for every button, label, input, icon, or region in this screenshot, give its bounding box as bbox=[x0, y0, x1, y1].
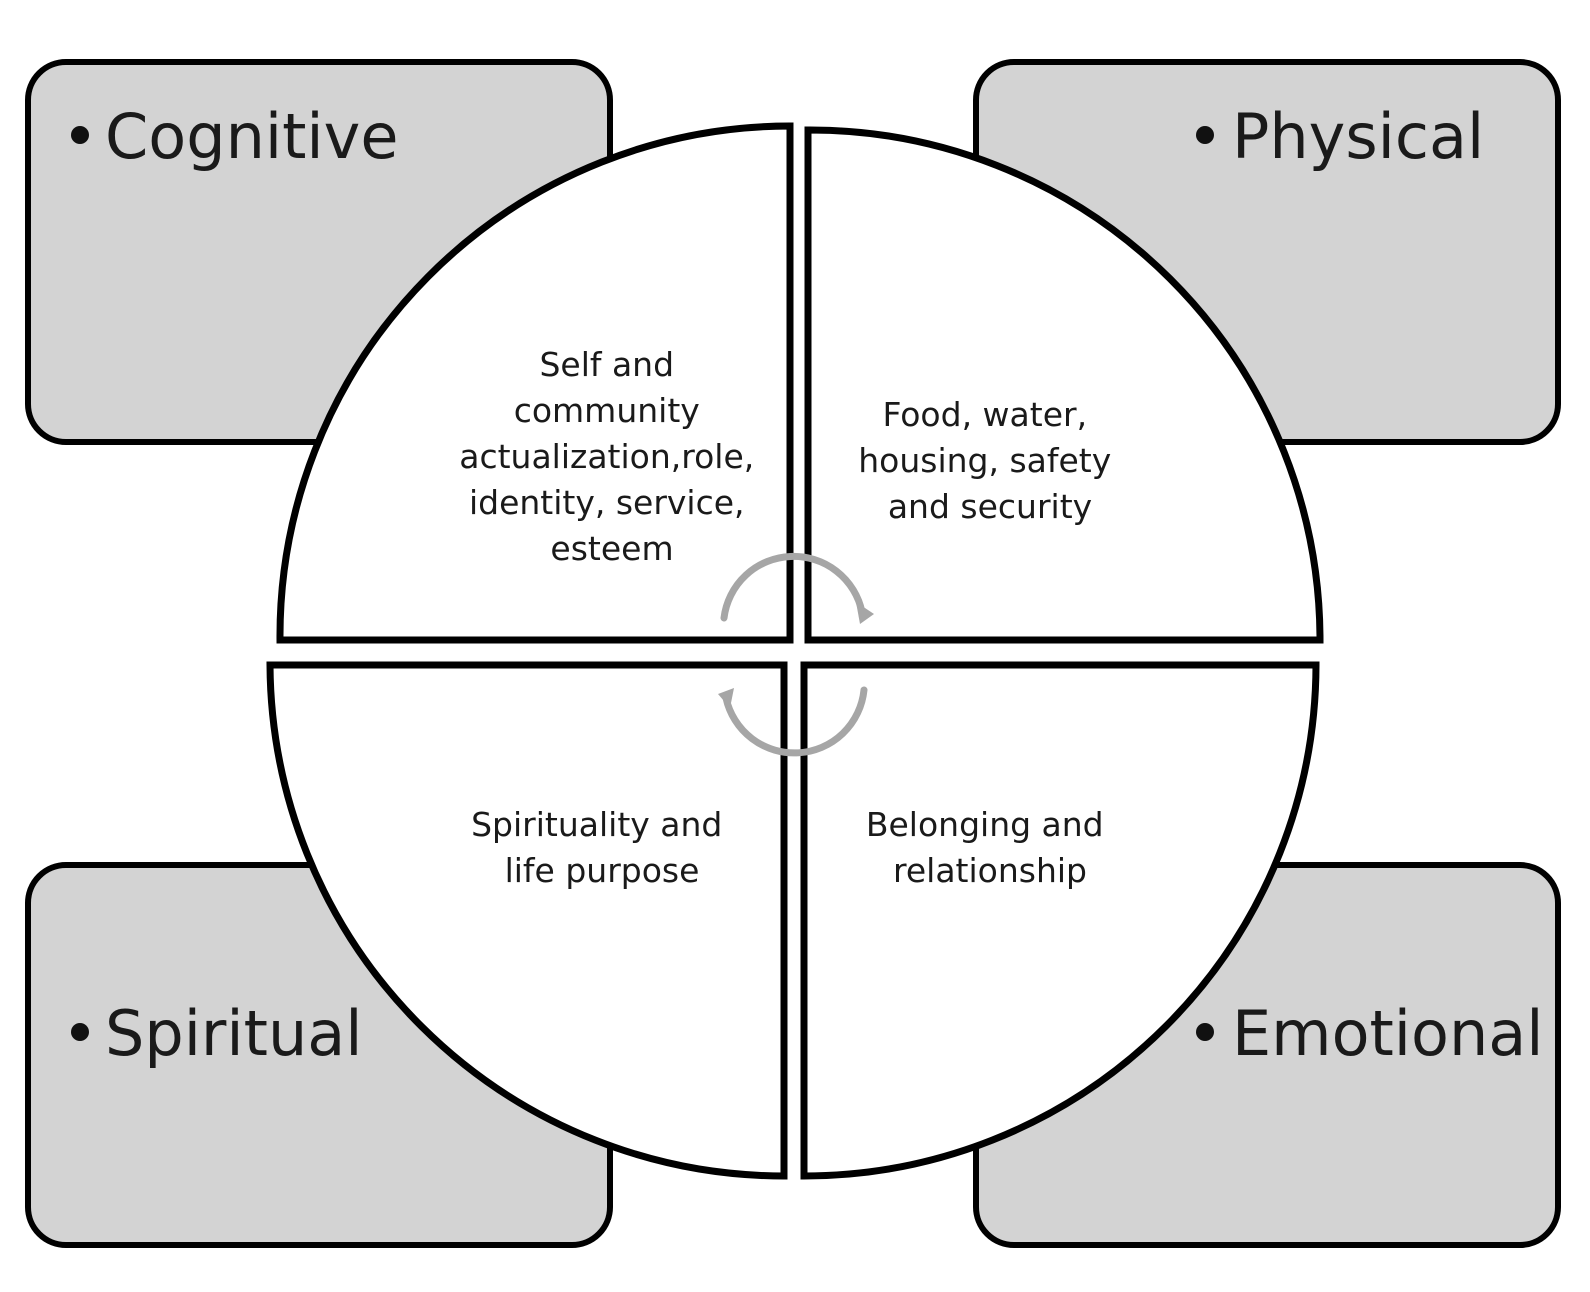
quadrant-text-top-left: Self and community actualization,role, i… bbox=[459, 345, 765, 568]
corner-label-spiritual: Spiritual bbox=[105, 997, 362, 1070]
quadrant-top-left bbox=[276, 122, 794, 644]
bullet-icon bbox=[1196, 1023, 1214, 1041]
bullet-icon bbox=[1196, 126, 1214, 144]
cycle-arrows-icon bbox=[718, 552, 874, 757]
corner-label-emotional: Emotional bbox=[1232, 997, 1543, 1070]
quadrant-text-top-right: Food, water, housing, safety and securit… bbox=[858, 395, 1122, 526]
corner-label-physical: Physical bbox=[1232, 100, 1484, 173]
bullet-icon bbox=[71, 126, 89, 144]
corner-label-cognitive: Cognitive bbox=[105, 100, 398, 173]
quadrant-bottom-right bbox=[800, 661, 1320, 1180]
quadrant-text-bottom-right: Belonging and relationship bbox=[866, 805, 1114, 890]
quadrant-top-right bbox=[804, 126, 1324, 644]
quadrant-text-bottom-left: Spirituality and life purpose bbox=[471, 805, 733, 890]
bullet-icon bbox=[71, 1023, 89, 1041]
quadrant-bottom-left bbox=[266, 661, 788, 1180]
